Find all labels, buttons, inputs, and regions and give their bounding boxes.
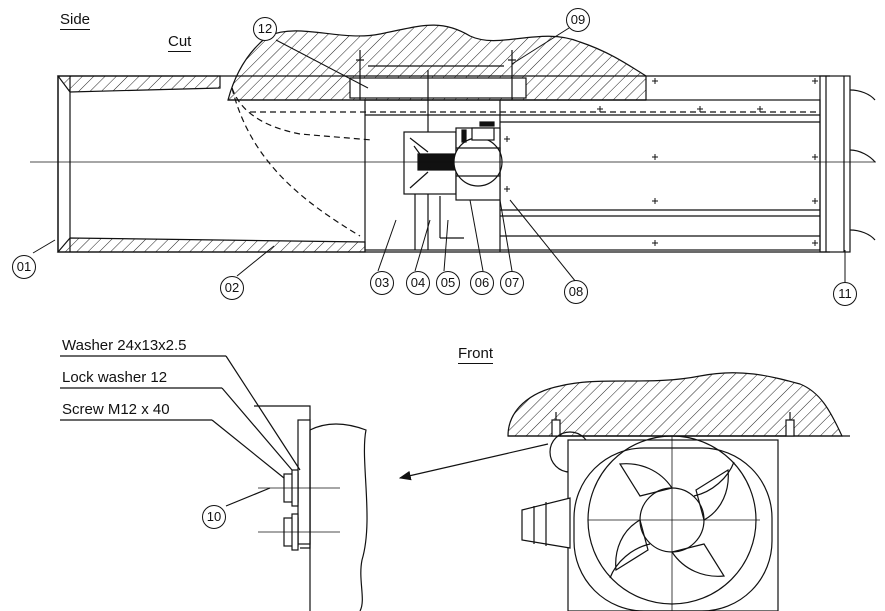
- part-09: 09: [566, 8, 590, 32]
- cut-label: Cut: [168, 33, 192, 52]
- part-04: 04: [406, 271, 430, 295]
- inlet-cone-top: [56, 75, 221, 93]
- fastener-detail: [60, 355, 549, 611]
- ceiling-hatch-front: [507, 372, 843, 437]
- part-03: 03: [370, 271, 394, 295]
- part-10: 10: [202, 505, 226, 529]
- part-05: 05: [436, 271, 460, 295]
- front-view: [507, 372, 850, 611]
- rivet-marks: [504, 78, 818, 246]
- inlet-cone-bottom: [56, 237, 366, 253]
- part-12: 12: [253, 17, 277, 41]
- lock-washer-label: Lock washer 12: [62, 369, 168, 386]
- leader-lines: [32, 27, 846, 283]
- part-07: 07: [500, 271, 524, 295]
- part-01: 01: [12, 255, 36, 279]
- screw-label: Screw M12 x 40: [62, 401, 170, 418]
- side-view: [30, 24, 876, 253]
- side-view-label: Side: [60, 11, 91, 30]
- washer-label: Washer 24x13x2.5: [62, 337, 187, 354]
- front-view-label: Front: [458, 345, 494, 364]
- part-11: 11: [833, 282, 857, 306]
- part-06: 06: [470, 271, 494, 295]
- part-08: 08: [564, 280, 588, 304]
- part-02: 02: [220, 276, 244, 300]
